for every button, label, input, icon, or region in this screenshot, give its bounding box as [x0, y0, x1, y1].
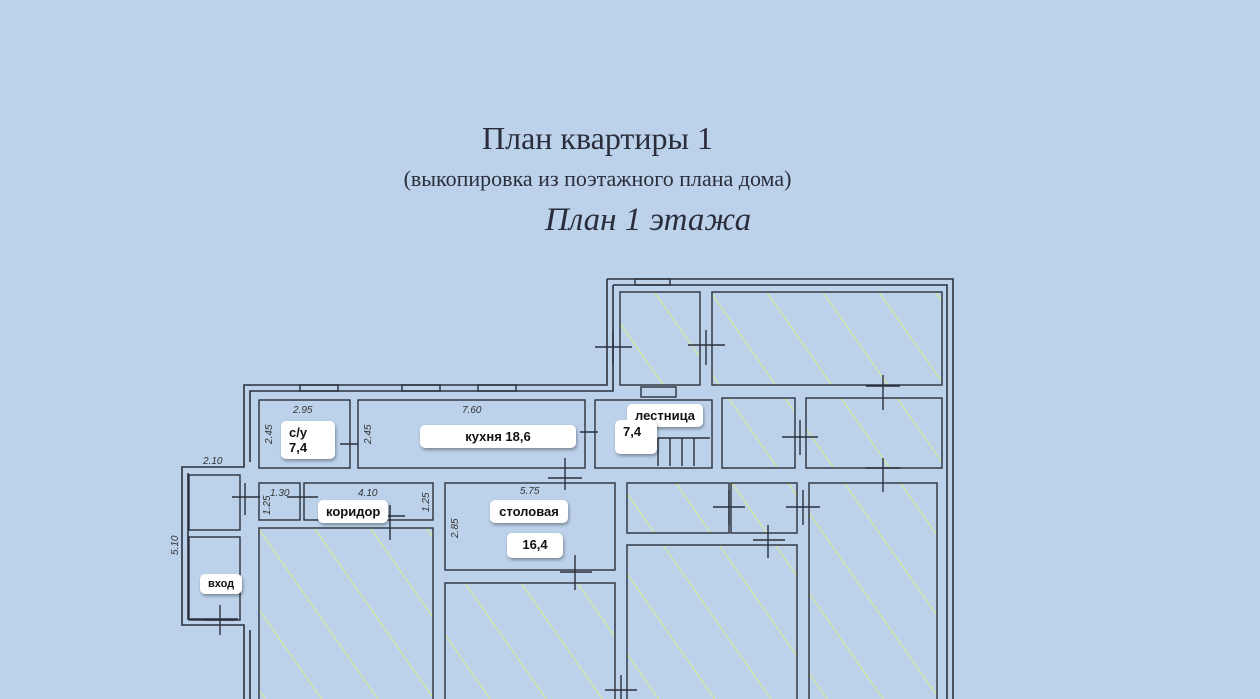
label-dining-area: 16,4	[507, 533, 563, 558]
dim-small-w: 1.30	[270, 488, 290, 499]
dim-dining-w: 5.75	[520, 486, 540, 497]
label-kitchen: кухня 18,6	[420, 425, 576, 448]
room-bathroom	[258, 399, 351, 469]
dim-dining-h: 2.85	[450, 518, 461, 538]
dim-kitchen-w: 7.60	[462, 405, 482, 416]
floor-title: План 1 этажа	[545, 202, 752, 238]
dim-bath-h: 2.45	[264, 424, 275, 444]
plan-title: План квартиры 1	[481, 120, 714, 156]
plan-subtitle: (выкопировка из поэтажного плана дома)	[403, 166, 792, 191]
dim-bath-w: 2.95	[293, 405, 313, 416]
dim-entrance-w: 2.10	[203, 456, 223, 467]
label-corridor: коридор	[318, 500, 389, 523]
label-stairs-area: 7,4	[615, 420, 657, 454]
outer-wall	[181, 278, 954, 699]
dim-kitchen-h: 2.45	[363, 424, 374, 444]
room-stairs	[594, 399, 713, 469]
dim-corridor-h: 1.25	[421, 492, 432, 512]
label-dining: столовая	[490, 500, 568, 523]
dim-corridor-w: 4.10	[358, 488, 378, 499]
dim-small-h: 1.25	[262, 495, 273, 515]
label-entrance: вход	[200, 574, 243, 594]
room-kitchen	[357, 399, 586, 469]
rooms	[188, 278, 943, 699]
label-bathroom: с/у 7,4	[281, 421, 335, 459]
dim-entrance-h: 5.10	[170, 535, 181, 555]
room-dining	[444, 482, 616, 571]
